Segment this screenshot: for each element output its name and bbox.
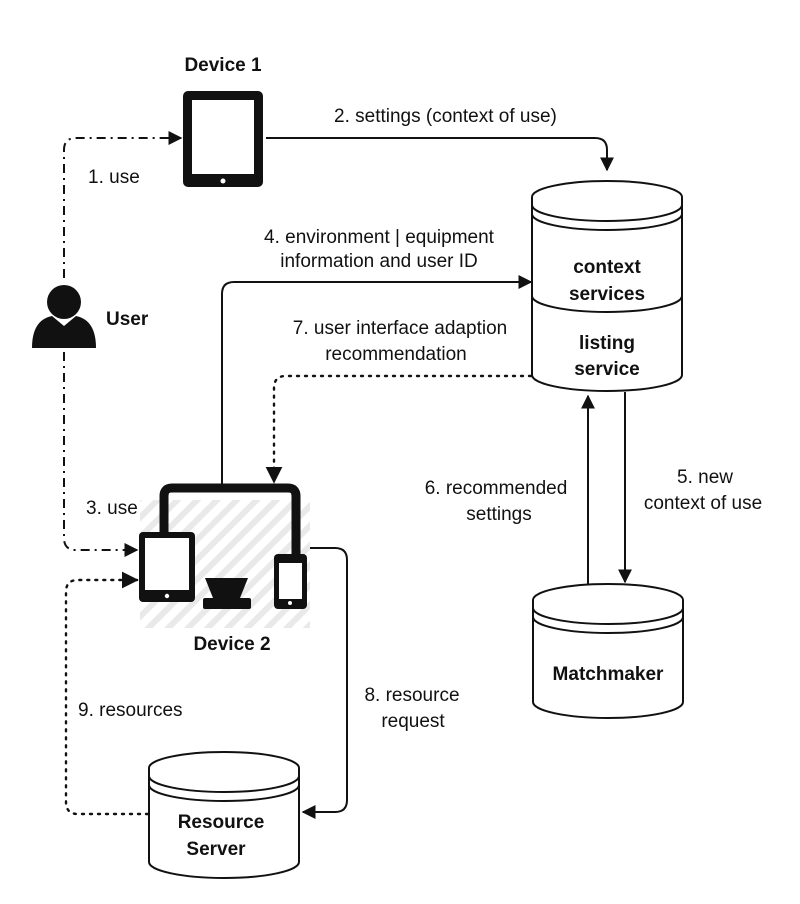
user-label: User xyxy=(106,309,149,330)
edge-label-5-line2: context of use xyxy=(644,493,762,514)
edge-label-2: 2. settings (context of use) xyxy=(334,106,557,127)
listing-service-cylinder xyxy=(531,289,683,392)
context-services-label-line1: context xyxy=(573,257,641,278)
device2-label: Device 2 xyxy=(193,634,270,655)
resource-server-cylinder xyxy=(148,751,300,879)
device1-tablet-icon xyxy=(183,91,263,187)
context-services-label-line2: services xyxy=(569,284,645,305)
edge-label-4-line2: information and user ID xyxy=(280,251,478,272)
resource-server-label-line2: Server xyxy=(186,839,246,860)
edge-label-4-line1: 4. environment | equipment xyxy=(264,227,495,248)
device1-label: Device 1 xyxy=(184,55,262,76)
edge-label-9: 9. resources xyxy=(78,700,183,721)
edge-label-6-line2: settings xyxy=(466,504,531,525)
edge-user-to-device2 xyxy=(63,352,139,557)
matchmaker-label: Matchmaker xyxy=(553,664,664,685)
listing-service-label-line2: service xyxy=(574,359,640,380)
edge-label-6-line1: 6. recommended xyxy=(425,478,568,499)
device2-tablet-icon xyxy=(139,532,195,602)
listing-service-label-line1: listing xyxy=(579,333,635,354)
edge-label-3: 3. use xyxy=(86,498,138,519)
matchmaker-cylinder xyxy=(532,583,684,719)
user-icon xyxy=(32,285,96,348)
edge-resource-to-device2 xyxy=(64,571,150,816)
device2-icon-group xyxy=(139,483,310,628)
device2-phone-icon xyxy=(274,554,307,609)
edge-user-to-device1 xyxy=(63,131,183,278)
edge-listing-to-device2 xyxy=(265,374,533,484)
edge-label-8-line1: 8. resource xyxy=(364,685,459,706)
edge-label-7-line2: recommendation xyxy=(325,344,467,365)
edge-label-5-line1: 5. new xyxy=(677,467,733,488)
edge-label-7-line1: 7. user interface adaption xyxy=(293,318,507,339)
edge-label-8-line2: request xyxy=(381,711,445,732)
edge-label-1: 1. use xyxy=(88,167,140,188)
monitor-stand-icon xyxy=(205,578,248,598)
edge-device1-to-context xyxy=(266,137,614,172)
edge-device2-to-context xyxy=(221,275,533,488)
edge-device2-to-resource xyxy=(298,547,348,819)
context-services-cylinder xyxy=(531,180,683,313)
resource-server-label-line1: Resource xyxy=(178,812,265,833)
